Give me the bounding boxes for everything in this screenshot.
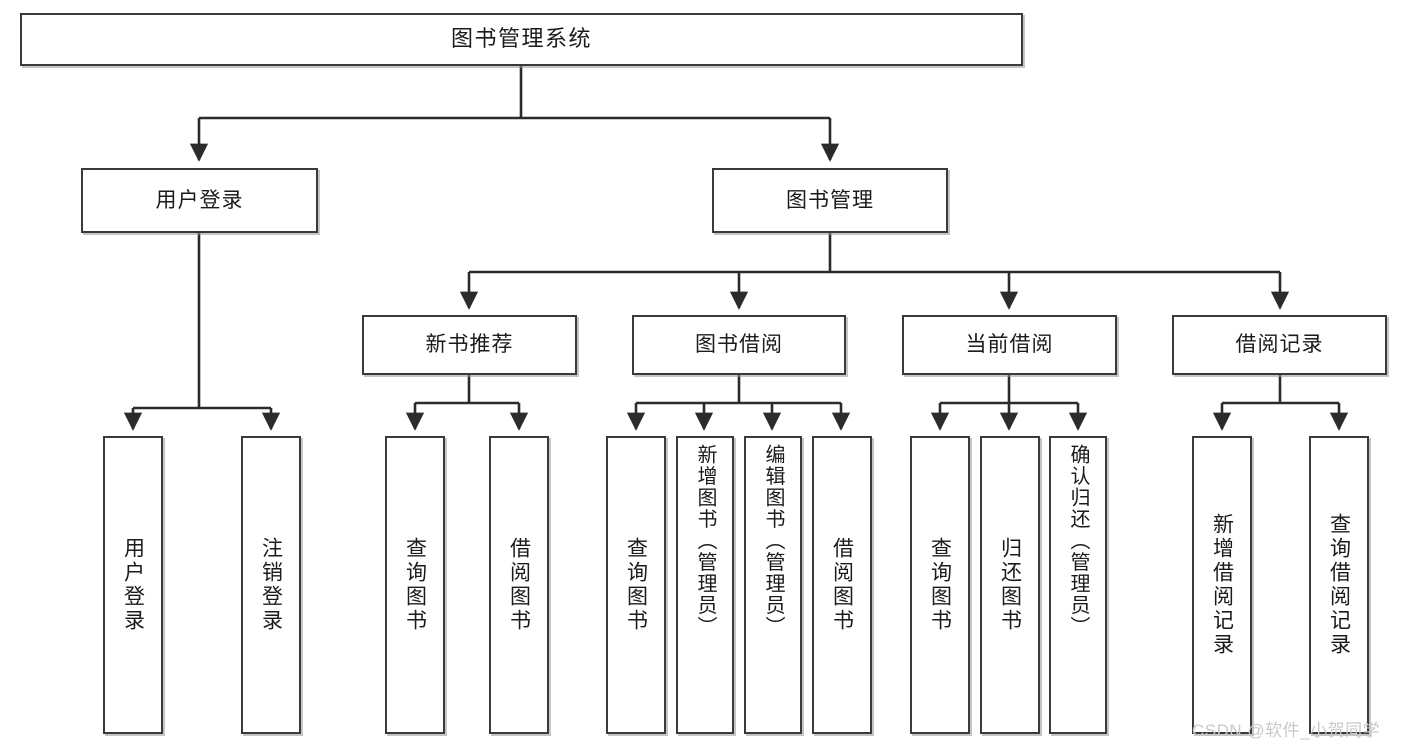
- node-label: 新书推荐: [425, 333, 514, 357]
- leaf-borrow-book[interactable]: 借阅图书: [812, 436, 872, 734]
- node-label: 注销登录: [259, 537, 283, 633]
- node-root[interactable]: 图书管理系统: [20, 13, 1023, 66]
- watermark: CSDN @软件_小贺同学: [1192, 721, 1381, 740]
- node-label: 当前借阅: [965, 333, 1054, 357]
- node-user-login[interactable]: 用户登录: [81, 168, 318, 233]
- leaf-query-book-recommend[interactable]: 查询图书: [385, 436, 445, 734]
- leaf-query-book-current[interactable]: 查询图书: [910, 436, 970, 734]
- node-label: 归还图书: [998, 537, 1022, 633]
- leaf-query-book-borrow[interactable]: 查询图书: [606, 436, 666, 734]
- node-label: 新增借阅记录: [1210, 513, 1234, 657]
- leaf-logout[interactable]: 注销登录: [241, 436, 301, 734]
- node-book-borrow[interactable]: 图书借阅: [632, 315, 846, 375]
- leaf-confirm-return-admin[interactable]: 确认归还（管理员）: [1049, 436, 1107, 734]
- node-label: 借阅记录: [1235, 333, 1324, 357]
- node-label: 用户登录: [121, 537, 145, 633]
- leaf-query-borrow-record[interactable]: 查询借阅记录: [1309, 436, 1369, 734]
- node-book-management[interactable]: 图书管理: [712, 168, 948, 233]
- node-label: 编辑图书（管理员）: [762, 444, 784, 638]
- node-current-borrow[interactable]: 当前借阅: [902, 315, 1117, 375]
- node-label: 图书借阅: [695, 333, 783, 357]
- node-label: 图书管理: [786, 188, 874, 212]
- node-label: 借阅图书: [830, 537, 854, 633]
- leaf-add-book-admin[interactable]: 新增图书（管理员）: [676, 436, 734, 734]
- node-label: 用户登录: [155, 188, 244, 212]
- node-borrow-record[interactable]: 借阅记录: [1172, 315, 1387, 375]
- leaf-return-book[interactable]: 归还图书: [980, 436, 1040, 734]
- leaf-user-login[interactable]: 用户登录: [103, 436, 163, 734]
- node-label: 新增图书（管理员）: [694, 444, 716, 638]
- node-new-book-recommend[interactable]: 新书推荐: [362, 315, 577, 375]
- node-label: 借阅图书: [507, 537, 531, 633]
- leaf-borrow-book-recommend[interactable]: 借阅图书: [489, 436, 549, 734]
- node-label: 查询借阅记录: [1327, 513, 1351, 657]
- node-label: 查询图书: [928, 537, 952, 633]
- node-label: 查询图书: [624, 537, 648, 633]
- leaf-add-borrow-record[interactable]: 新增借阅记录: [1192, 436, 1252, 734]
- node-label: 确认归还（管理员）: [1067, 444, 1089, 638]
- leaf-edit-book-admin[interactable]: 编辑图书（管理员）: [744, 436, 802, 734]
- node-label: 图书管理系统: [450, 26, 592, 52]
- node-label: 查询图书: [403, 537, 427, 633]
